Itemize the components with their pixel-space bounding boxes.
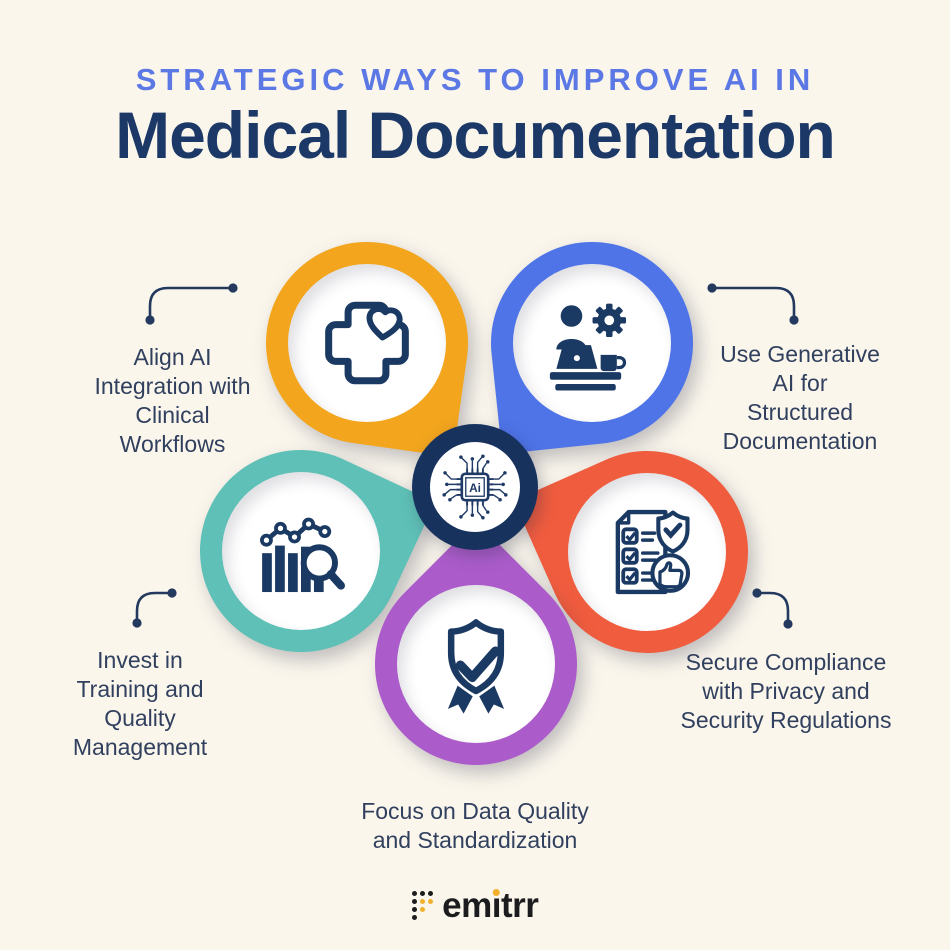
person-laptop-gear-icon	[549, 303, 627, 391]
node-data-quality	[333, 521, 619, 807]
wordmark-i: ı	[491, 886, 502, 925]
node-inner-circle	[397, 585, 555, 743]
label-clinical-workflows: Align AI Integration with Clinical Workf…	[40, 343, 305, 459]
wordmark-part: em	[442, 886, 492, 925]
connector-bottom-left	[135, 591, 170, 621]
label-line: Align AI	[133, 344, 212, 370]
chip-label: Ai	[469, 481, 481, 495]
connector-bottom-right	[757, 591, 790, 622]
label-data-quality: Focus on Data Quality and Standardizatio…	[300, 797, 650, 855]
label-line: Secure Compliance	[685, 649, 887, 675]
medical-cross-heart-icon	[325, 301, 409, 385]
shield-check-ribbon-icon	[447, 619, 505, 714]
label-line: with Privacy and	[702, 678, 870, 704]
node-inner-circle	[222, 472, 380, 630]
label-line: Training and	[76, 676, 204, 702]
emitrr-logo-mark-icon	[411, 890, 434, 921]
eyebrow-title: STRATEGIC WAYS TO IMPROVE AI IN	[135, 62, 815, 97]
node-inner-circle	[513, 264, 671, 422]
label-line: Structured	[746, 399, 854, 425]
node-clinical-workflows	[252, 228, 482, 458]
label-line: Focus on Data Quality	[361, 798, 589, 824]
node-training-quality	[166, 416, 436, 686]
label-line: Integration with	[94, 373, 251, 399]
node-compliance	[513, 418, 781, 686]
label-line: Invest in	[97, 647, 183, 673]
label-line: Use Generative	[720, 341, 880, 367]
checklist-shield-thumb-icon	[615, 509, 691, 595]
label-training-quality: Invest in Training and Quality Managemen…	[30, 646, 250, 762]
label-line: AI for	[772, 370, 828, 396]
label-line: Workflows	[119, 431, 226, 457]
label-compliance: Secure Compliance with Privacy and Secur…	[652, 648, 920, 735]
node-inner-circle	[568, 473, 726, 631]
analytics-magnifier-icon	[260, 517, 346, 593]
node-generative-ai	[480, 231, 704, 455]
emitrr-logo: emıtrr	[0, 888, 950, 923]
node-ai-center: Ai	[412, 424, 538, 550]
label-line: Security Regulations	[680, 707, 892, 733]
connector-top-right	[712, 286, 796, 318]
label-line: Documentation	[722, 428, 878, 454]
label-line: Clinical	[135, 402, 210, 428]
ai-chip-icon: Ai	[442, 454, 508, 520]
center-inner-circle: Ai	[430, 442, 520, 532]
emitrr-wordmark: emıtrr	[442, 886, 539, 925]
connector-top-left	[148, 286, 233, 318]
wordmark-part: trr	[500, 886, 539, 925]
label-line: and Standardization	[372, 827, 578, 853]
label-generative-ai: Use Generative AI for Structured Documen…	[685, 340, 915, 456]
page-title: Medical Documentation	[115, 98, 836, 172]
label-line: Quality	[104, 705, 176, 731]
label-line: Management	[72, 734, 208, 760]
node-inner-circle	[288, 264, 446, 422]
